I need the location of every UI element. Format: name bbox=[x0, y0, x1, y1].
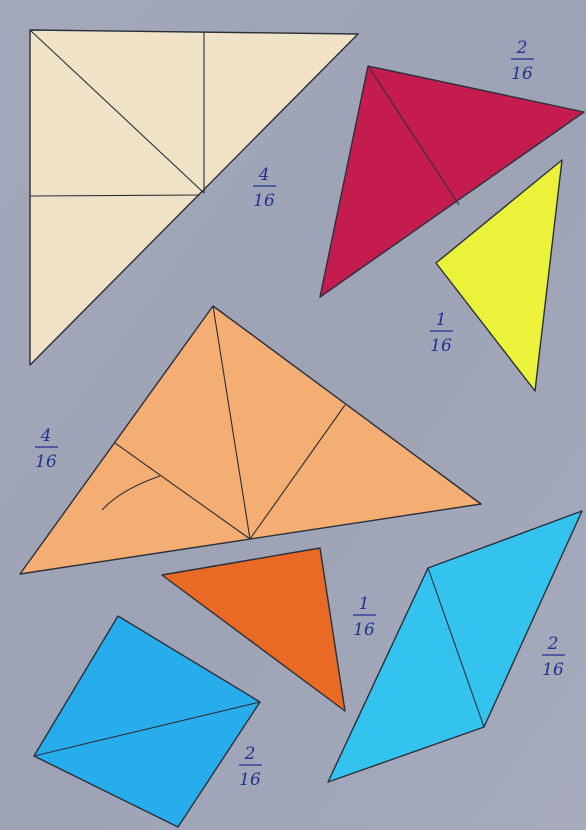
fraction-denominator: 16 bbox=[35, 452, 57, 472]
fraction-numerator: 2 bbox=[516, 38, 528, 58]
fraction-denominator: 16 bbox=[253, 191, 275, 211]
fraction-numerator: 2 bbox=[547, 634, 559, 654]
fraction-numerator: 1 bbox=[436, 310, 447, 330]
fraction-numerator: 1 bbox=[359, 594, 370, 614]
fraction-numerator: 4 bbox=[258, 165, 270, 185]
fraction-numerator: 4 bbox=[40, 426, 52, 446]
fraction-denominator: 16 bbox=[542, 660, 564, 680]
fraction-denominator: 16 bbox=[239, 770, 261, 790]
fraction-denominator: 16 bbox=[511, 64, 533, 84]
fraction-denominator: 16 bbox=[353, 620, 375, 640]
fraction-numerator: 2 bbox=[244, 744, 256, 764]
fraction-denominator: 16 bbox=[430, 336, 452, 356]
